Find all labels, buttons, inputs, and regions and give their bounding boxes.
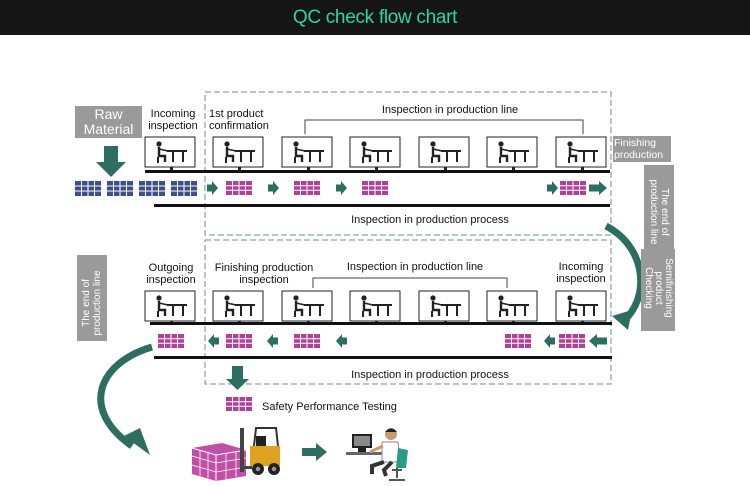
bottom-line-bracket (312, 277, 508, 288)
semifinishing-checking-box (641, 249, 675, 331)
top-conveyor-upper (145, 170, 610, 173)
person-at-computer-icon (346, 428, 408, 481)
end-of-line-top-label: The end of production line (648, 179, 670, 245)
bottom-conveyor-upper (150, 322, 612, 325)
bottom-dashed-region (204, 239, 612, 385)
curved-arrow-head (124, 428, 150, 455)
incoming-inspection-top-label: Incoming inspection (148, 108, 198, 132)
semifinishing-checking-label: Semifinishing product Checking (643, 258, 674, 318)
page-title: QC check flow chart (292, 7, 458, 28)
right-arrow-icon (268, 181, 279, 195)
curved-arrow-left (97, 343, 153, 449)
end-of-line-bottom-label: The end of production line (81, 270, 103, 336)
bottom-conveyor-lower (154, 356, 612, 359)
incoming-inspection-bottom-label: Incoming inspection (556, 261, 606, 285)
pallet-icon (558, 333, 586, 349)
curved-arrow-head (612, 310, 632, 330)
worker-at-desk-icon (280, 135, 334, 172)
top-conveyor-lower (154, 204, 610, 207)
right-arrow-icon (589, 181, 607, 195)
inspection-in-line-top-label: Inspection in production line (381, 104, 519, 116)
worker-at-desk-icon (143, 135, 197, 172)
worker-at-desk-icon (348, 289, 402, 326)
finishing-production-label: Finishing production (614, 137, 664, 161)
pallet-icon (504, 333, 532, 349)
right-arrow-icon (207, 181, 218, 195)
forklift-icon (240, 427, 280, 475)
worker-at-desk-icon (211, 289, 265, 326)
pallet-icon (138, 180, 166, 197)
header-bar (0, 0, 750, 35)
worker-at-desk-icon (485, 289, 539, 326)
end-of-line-bottom-box (77, 255, 107, 341)
top-line-bracket (304, 119, 584, 134)
pallet-icon (74, 180, 102, 197)
worker-at-desk-icon (280, 289, 334, 326)
worker-at-desk-icon (211, 135, 265, 172)
finishing-inspection-label: Finishing production inspection (214, 262, 314, 286)
pallet-icon (559, 180, 587, 196)
inspection-in-line-bottom-label: Inspection in production line (346, 261, 484, 273)
down-arrow-icon (96, 146, 126, 177)
pallet-icon (293, 180, 321, 196)
pallet-icon (157, 333, 185, 349)
right-arrow-icon (547, 181, 558, 195)
pallet-icon (225, 180, 253, 196)
left-arrow-icon (267, 334, 278, 348)
safety-testing-label: Safety Performance Testing (262, 401, 397, 413)
worker-at-desk-icon (348, 135, 402, 172)
pallet-icon (225, 396, 253, 412)
worker-at-desk-icon (554, 135, 608, 172)
raw-material-label: Raw Material (83, 106, 134, 137)
pallet-icon (361, 180, 389, 196)
worker-at-desk-icon (143, 289, 197, 326)
pallet-icon (293, 333, 321, 349)
end-of-line-top-box (644, 165, 674, 250)
right-arrow-icon (302, 443, 327, 461)
first-product-confirmation-label: 1st product confirmation (209, 108, 269, 132)
outgoing-inspection-label: Outgoing inspection (146, 262, 196, 286)
worker-at-desk-icon (485, 135, 539, 172)
pallet-stack-icon (191, 443, 247, 481)
worker-at-desk-icon (417, 289, 471, 326)
left-arrow-icon (589, 334, 607, 348)
pallet-icon (106, 180, 134, 197)
finishing-production-box (613, 136, 671, 162)
worker-at-desk-icon (554, 289, 608, 326)
raw-material-box (75, 106, 142, 138)
pallet-icon (170, 180, 198, 197)
left-arrow-icon (336, 334, 347, 348)
worker-at-desk-icon (417, 135, 471, 172)
pallet-icon (225, 333, 253, 349)
inspection-process-top-label: Inspection in production process (351, 214, 509, 226)
left-arrow-icon (208, 334, 219, 348)
right-arrow-icon (336, 181, 347, 195)
top-dashed-region (204, 91, 612, 236)
down-arrow-icon (226, 366, 249, 390)
inspection-process-bottom-label: Inspection in production process (351, 369, 509, 381)
left-arrow-icon (544, 334, 555, 348)
